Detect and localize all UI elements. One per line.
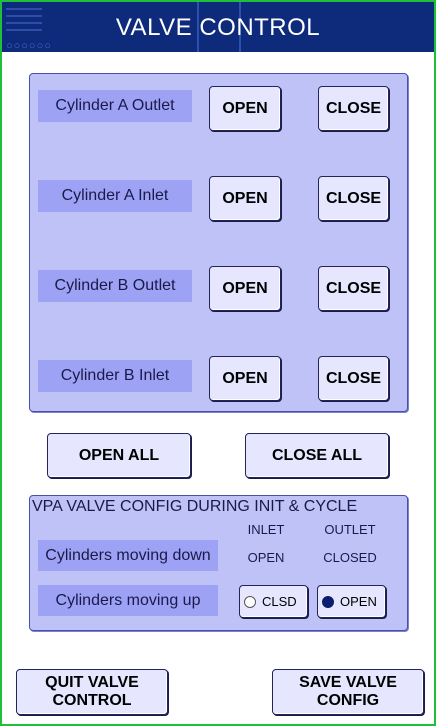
cylinder-b-inlet-open-button[interactable]: OPEN [209, 356, 281, 401]
moving-up-outlet-open-radio[interactable]: OPEN [317, 585, 386, 618]
cylinder-b-outlet-open-button[interactable]: OPEN [209, 266, 281, 311]
save-button-line1: SAVE VALVE [299, 674, 397, 691]
header-decoration-lines [6, 8, 42, 34]
radio-selected-icon [322, 595, 334, 608]
cylinder-a-inlet-open-button[interactable]: OPEN [209, 176, 281, 221]
valve-label-cylinder-a-outlet: Cylinder A Outlet [38, 90, 192, 122]
moving-down-outlet-value: CLOSED [323, 550, 377, 565]
save-button-line2: CONFIG [316, 692, 380, 709]
page-title: VALVE CONTROL [115, 14, 321, 41]
quit-valve-control-button[interactable]: QUIT VALVE CONTROL [16, 669, 168, 715]
config-title: VPA VALVE CONFIG DURING INIT & CYCLE [32, 498, 358, 515]
column-header-inlet: INLET [247, 522, 285, 537]
open-all-button[interactable]: OPEN ALL [47, 433, 191, 478]
moving-up-inlet-clsd-radio[interactable]: CLSD [239, 585, 308, 618]
radio-label: CLSD [262, 594, 297, 609]
moving-down-inlet-value: OPEN [247, 550, 285, 565]
radio-unselected-icon [244, 595, 256, 608]
cylinder-a-outlet-open-button[interactable]: OPEN [209, 86, 281, 131]
quit-button-line1: QUIT VALVE [45, 674, 139, 691]
column-header-outlet: OUTLET [324, 522, 376, 537]
cylinder-a-inlet-close-button[interactable]: CLOSE [318, 176, 389, 221]
save-valve-config-button[interactable]: SAVE VALVE CONFIG [272, 669, 424, 715]
header-bar: ○○○○○○ VALVE CONTROL [2, 2, 434, 52]
close-all-button[interactable]: CLOSE ALL [245, 433, 389, 478]
quit-button-line2: CONTROL [52, 692, 132, 709]
valve-label-cylinder-b-inlet: Cylinder B Inlet [38, 360, 192, 392]
valve-label-cylinder-b-outlet: Cylinder B Outlet [38, 270, 192, 302]
cylinder-b-inlet-close-button[interactable]: CLOSE [318, 356, 389, 401]
radio-label: OPEN [340, 594, 377, 609]
config-row-label-moving-down: Cylinders moving down [38, 540, 218, 571]
config-row-label-moving-up: Cylinders moving up [38, 585, 218, 616]
header-decoration-wave [197, 2, 241, 52]
cylinder-b-outlet-close-button[interactable]: CLOSE [318, 266, 389, 311]
cylinder-a-outlet-close-button[interactable]: CLOSE [318, 86, 389, 131]
header-decoration-dots: ○○○○○○ [6, 40, 52, 52]
valve-label-cylinder-a-inlet: Cylinder A Inlet [38, 180, 192, 212]
